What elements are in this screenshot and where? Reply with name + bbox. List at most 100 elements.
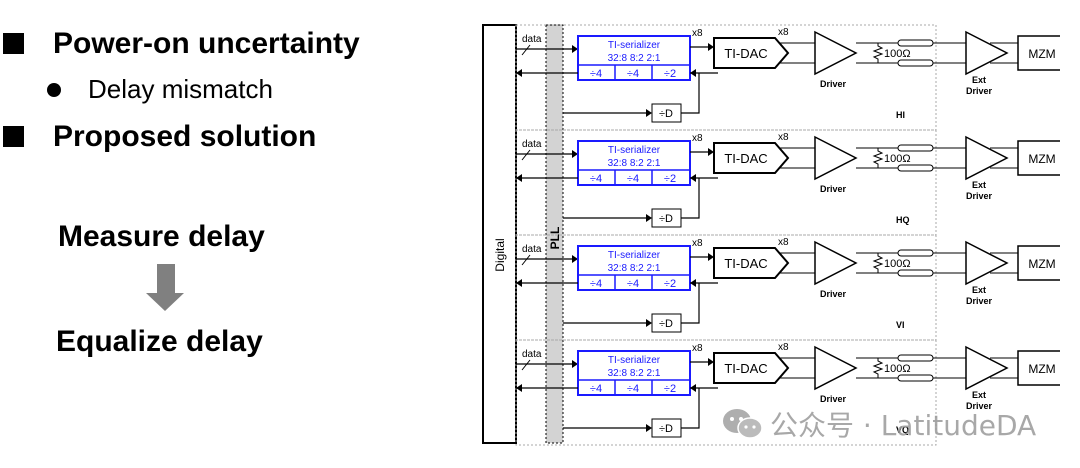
arrowhead-icon [516, 279, 522, 287]
bullet-delay-mismatch: Delay mismatch [88, 74, 273, 104]
serializer-ratio: 32:8 8:2 2:1 [608, 368, 661, 379]
driver-label: Driver [820, 79, 847, 89]
channel-frame [515, 129, 937, 236]
transmission-line-icon [897, 269, 934, 277]
ext-driver-label: Driver [966, 296, 993, 306]
divider-ratio: ÷4 [627, 383, 639, 395]
channel-label: HI [896, 110, 905, 120]
driver-amplifier [814, 240, 858, 286]
channel-label: VI [896, 320, 905, 330]
transmission-line-icon [897, 164, 934, 172]
arrowhead-icon [572, 150, 578, 158]
bus-slash [521, 359, 531, 371]
ti-dac-label: TI-DAC [724, 151, 767, 166]
ti-dac-block [713, 37, 790, 69]
divider-ratio: ÷4 [627, 278, 639, 290]
div-d-output-line [681, 73, 700, 114]
transmission-line-icon [897, 249, 934, 257]
arrowhead-icon [572, 255, 578, 263]
transmission-line-icon [897, 144, 934, 152]
ext-driver-label: Driver [966, 86, 993, 96]
transmission-line-icon [897, 374, 934, 382]
mzm-block [1017, 350, 1060, 386]
bullet-proposed-solution: Proposed solution [53, 120, 317, 153]
watermark: 公众号 · LatitudeDA [722, 404, 1036, 444]
x8-label: x8 [778, 342, 789, 353]
bus-slash [521, 149, 531, 161]
channel-frame [515, 339, 937, 446]
ti-dac-block [713, 142, 790, 174]
serializer-ratio: 32:8 8:2 2:1 [608, 263, 661, 274]
div-d-output-line [681, 283, 700, 324]
arrowhead-icon [516, 69, 522, 77]
arrowhead-icon [516, 174, 522, 182]
ti-dac-block [713, 247, 790, 279]
driver-label: Driver [820, 394, 847, 404]
driver-amplifier [814, 135, 858, 181]
serializer-title: TI-serializer [608, 40, 661, 51]
arrowhead-icon [646, 109, 652, 117]
ext-driver-amplifier [965, 135, 1009, 181]
flow-step-equalize: Equalize delay [56, 325, 263, 358]
ext-driver-amplifier [965, 345, 1009, 391]
transmission-line-icon [897, 354, 934, 362]
resistor-icon [872, 43, 884, 63]
arrowhead-icon [646, 424, 652, 432]
resistor-label: 100Ω [884, 363, 911, 375]
div-d-label: ÷D [659, 423, 673, 435]
arrowhead-icon [690, 384, 696, 392]
divider-ratio: ÷2 [664, 383, 676, 395]
driver-amplifier [814, 345, 858, 391]
mzm-block [1017, 35, 1060, 71]
data-label: data [522, 34, 542, 45]
divider-ratio: ÷4 [590, 68, 602, 80]
arrowhead-icon [690, 279, 696, 287]
divider-ratio: ÷4 [590, 383, 602, 395]
channel-label: VQ [896, 425, 909, 435]
ext-driver-label: Ext [972, 75, 986, 85]
serializer-ratio: 32:8 8:2 2:1 [608, 158, 661, 169]
flow-step-measure: Measure delay [58, 220, 265, 253]
x8-label: x8 [778, 132, 789, 143]
ext-driver-amplifier [965, 30, 1009, 76]
div-d-output-line [681, 388, 700, 429]
mzm-label: MZM [1028, 47, 1055, 61]
resistor-icon [872, 358, 884, 378]
bullet-power-on-uncertainty: Power-on uncertainty [53, 27, 360, 60]
divider-ratio: ÷4 [590, 278, 602, 290]
ti-dac-block [713, 352, 790, 384]
transmission-line-icon [897, 59, 934, 67]
ti-serializer-block [577, 350, 691, 396]
square-bullet-icon [3, 33, 24, 54]
arrowhead-icon [646, 214, 652, 222]
arrowhead-icon [572, 360, 578, 368]
arrowhead-icon [690, 69, 696, 77]
driver-label: Driver [820, 184, 847, 194]
bus-slash [521, 44, 531, 56]
arrowhead-icon [708, 43, 714, 51]
ext-driver-label: Driver [966, 191, 993, 201]
mzm-block [1017, 245, 1060, 281]
data-label: data [522, 349, 542, 360]
ti-dac-label: TI-DAC [724, 256, 767, 271]
arrowhead-icon [572, 45, 578, 53]
resistor-label: 100Ω [884, 153, 911, 165]
driver-label: Driver [820, 289, 847, 299]
arrowhead-icon [708, 148, 714, 156]
down-arrow-icon [146, 264, 184, 311]
serializer-ratio: 32:8 8:2 2:1 [608, 53, 661, 64]
serializer-title: TI-serializer [608, 355, 661, 366]
x8-label: x8 [692, 133, 703, 144]
mzm-label: MZM [1028, 152, 1055, 166]
digital-block [482, 24, 517, 444]
ti-dac-label: TI-DAC [724, 361, 767, 376]
ti-serializer-block [577, 140, 691, 186]
resistor-label: 100Ω [884, 258, 911, 270]
divider-ratio: ÷4 [627, 173, 639, 185]
divider-ratio: ÷2 [664, 278, 676, 290]
channel-label: HQ [896, 215, 910, 225]
